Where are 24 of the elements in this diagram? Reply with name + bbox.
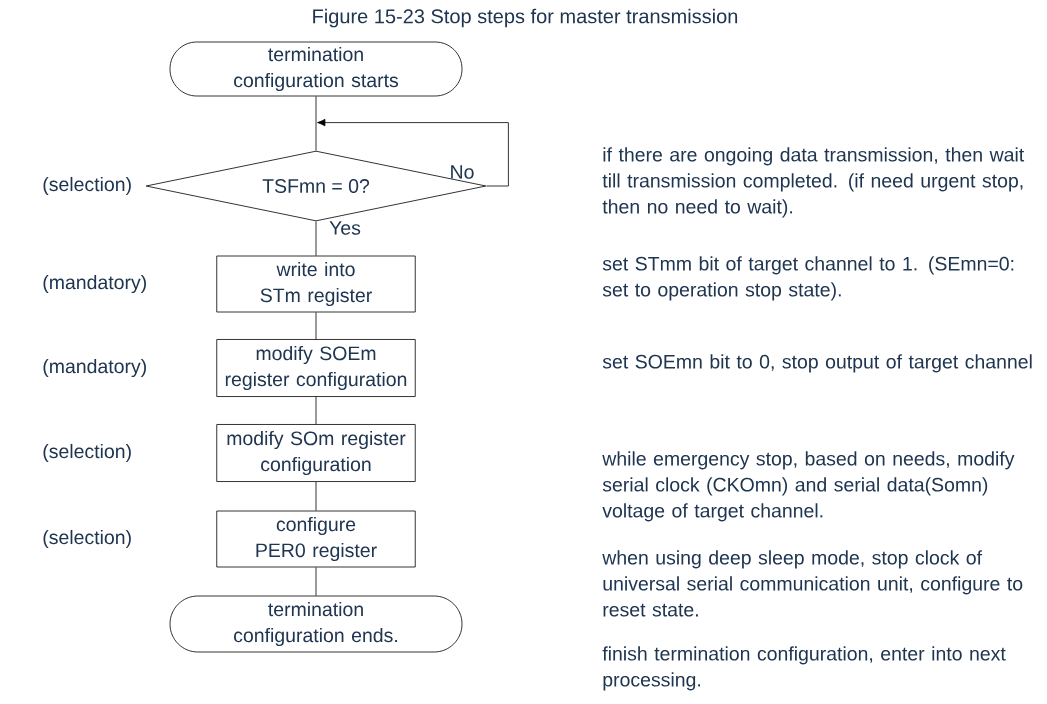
connector-line xyxy=(315,221,317,256)
step-note: while emergency stop, based on needs, modify serial clock (CKOmn) and serial data(Somn) voltage of target channel. xyxy=(602,451,1015,522)
step-note: set STmm bit of target channel to 1. (SEmn=0: set to operation stop state). xyxy=(602,256,1014,301)
step-type-label: (mandatory) xyxy=(43,358,146,378)
step-note: finish termination configuration, enter into next processing. xyxy=(602,646,1006,691)
figure-title: Figure 15-23 Stop steps for master transmission xyxy=(313,8,738,28)
connector-line xyxy=(315,96,317,151)
process-box: modify SOm register configuration xyxy=(216,424,416,482)
step-type-label: (mandatory) xyxy=(43,274,146,294)
step-type-label: (selection) xyxy=(43,443,131,463)
step-note: when using deep sleep mode, stop clock of universal serial communication unit, configure to reset state. xyxy=(602,550,1023,617)
connector-line xyxy=(315,567,317,596)
process-box: modify SOEm register configuration xyxy=(216,339,416,397)
edge-label: No xyxy=(451,165,474,179)
connector-line xyxy=(315,396,317,425)
step-note: if there are ongoing data transmission, then wait till transmission completed. (if need urgent stop, then no need to wait). xyxy=(602,147,1025,218)
connector-line xyxy=(317,118,509,187)
process-box: write into STm register xyxy=(216,255,416,313)
process-box: configure PER0 register xyxy=(216,510,416,568)
edge-label: Yes xyxy=(329,221,361,235)
connector-line xyxy=(315,481,317,511)
connector-line xyxy=(315,312,317,340)
step-type-label: (selection) xyxy=(43,529,131,549)
step-note: set SOEmn bit to 0, stop output of target channel xyxy=(602,354,1032,373)
